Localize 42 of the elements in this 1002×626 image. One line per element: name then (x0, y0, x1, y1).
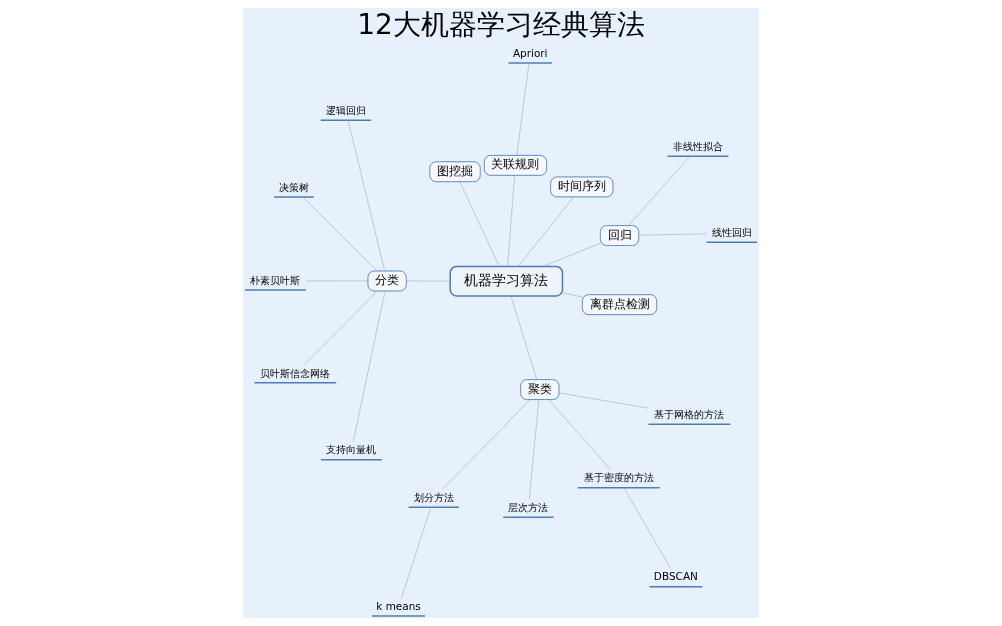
node-box: 关联规则 (483, 154, 548, 176)
connector (562, 292, 583, 298)
node-text: Apriori (512, 46, 548, 59)
connector (347, 120, 385, 272)
connector (542, 243, 601, 267)
node-text: 决策树 (278, 180, 309, 193)
node-text: 基于密度的方法 (583, 471, 654, 484)
connector (507, 175, 515, 267)
node-text: 非线性拟合 (673, 139, 724, 152)
node-text: 逻辑回归 (325, 103, 366, 116)
connector (638, 233, 707, 236)
connector (558, 392, 649, 409)
connector (628, 156, 691, 226)
connector (517, 196, 575, 267)
connector (401, 507, 432, 599)
diagram-title: 12大机器学习经典算法 (357, 8, 645, 42)
node-box: 时间序列 (550, 176, 614, 198)
node-box: 聚类 (520, 379, 560, 401)
node-text: 基于网格的方法 (654, 407, 725, 420)
connector (510, 295, 537, 380)
node-box: 机器学习算法 (449, 265, 564, 297)
connector (442, 399, 531, 490)
node-text: 朴素贝叶斯 (250, 273, 301, 286)
node-text: k means (376, 599, 421, 612)
connector (529, 399, 540, 500)
connector (623, 487, 671, 569)
node-box: 离群点检测 (581, 294, 658, 316)
connector (459, 181, 500, 267)
node-text: 线性回归 (711, 226, 752, 239)
node-text: 支持向量机 (326, 443, 377, 456)
node-text: 划分方法 (413, 490, 454, 503)
node-box: 分类 (367, 270, 407, 292)
connector (302, 196, 378, 272)
node-text: DBSCAN (653, 570, 698, 583)
node-box: 图挖掘 (429, 161, 481, 183)
node-text: 层次方法 (508, 500, 549, 513)
connector (303, 290, 378, 366)
connector (353, 290, 386, 442)
connector (548, 399, 611, 470)
node-text: 贝叶斯信念网络 (260, 366, 331, 379)
node-box: 回归 (599, 225, 640, 247)
connector (516, 62, 530, 156)
